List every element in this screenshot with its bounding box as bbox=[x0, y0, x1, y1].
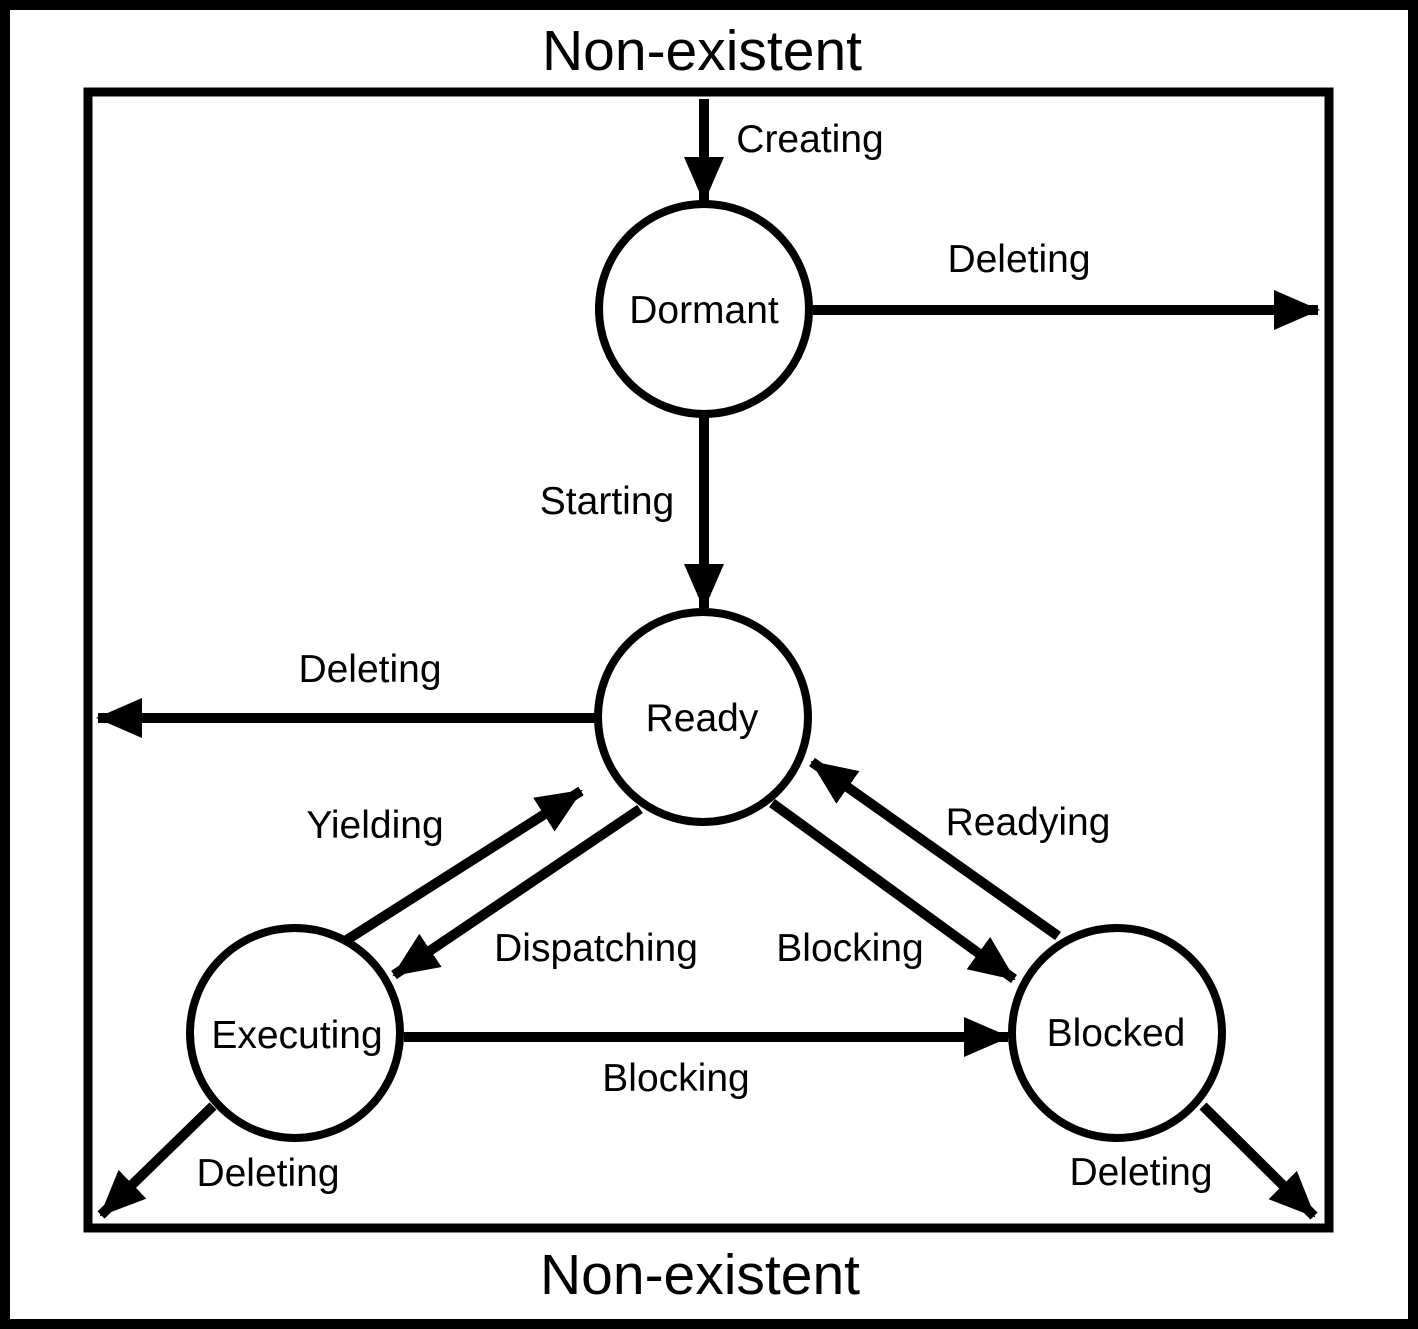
state-executing-circle bbox=[186, 924, 404, 1142]
state-dormant-circle bbox=[595, 200, 813, 418]
transition-deleting-executing-arrow bbox=[97, 1102, 217, 1219]
state-dormant-label: Dormant bbox=[629, 289, 779, 332]
state-blocked-label: Blocked bbox=[1047, 1012, 1186, 1055]
transition-deleting-ready-label: Deleting bbox=[298, 648, 441, 691]
state-blocked-circle bbox=[1008, 924, 1226, 1142]
non-existent-title-top: Non-existent bbox=[542, 19, 862, 83]
state-ready-circle bbox=[594, 608, 812, 826]
inner-border bbox=[83, 87, 1334, 1233]
transition-dispatching-arrow bbox=[391, 804, 643, 980]
state-executing-label: Executing bbox=[211, 1014, 382, 1057]
transition-yielding-label: Yielding bbox=[306, 804, 443, 847]
transition-blocking-ready-arrow bbox=[769, 798, 1017, 984]
state-ready-label: Ready bbox=[646, 697, 759, 740]
transition-readying-label: Readying bbox=[946, 801, 1111, 844]
transition-blocking-ready-label: Blocking bbox=[776, 927, 923, 970]
transition-readying-arrow bbox=[809, 757, 1061, 941]
transition-creating-label: Creating bbox=[736, 118, 883, 161]
transition-deleting-executing-label: Deleting bbox=[196, 1152, 339, 1195]
non-existent-title-bottom: Non-existent bbox=[540, 1243, 860, 1307]
transition-blocking-executing-label: Blocking bbox=[602, 1057, 749, 1100]
transition-deleting-blocked-label: Deleting bbox=[1069, 1151, 1212, 1194]
transition-deleting-blocked-arrow bbox=[1199, 1102, 1318, 1220]
transition-yielding-arrow bbox=[339, 786, 584, 948]
transition-dispatching-label: Dispatching bbox=[494, 927, 698, 970]
transition-deleting-dormant-label: Deleting bbox=[947, 238, 1090, 281]
transition-starting-label: Starting bbox=[540, 480, 674, 523]
